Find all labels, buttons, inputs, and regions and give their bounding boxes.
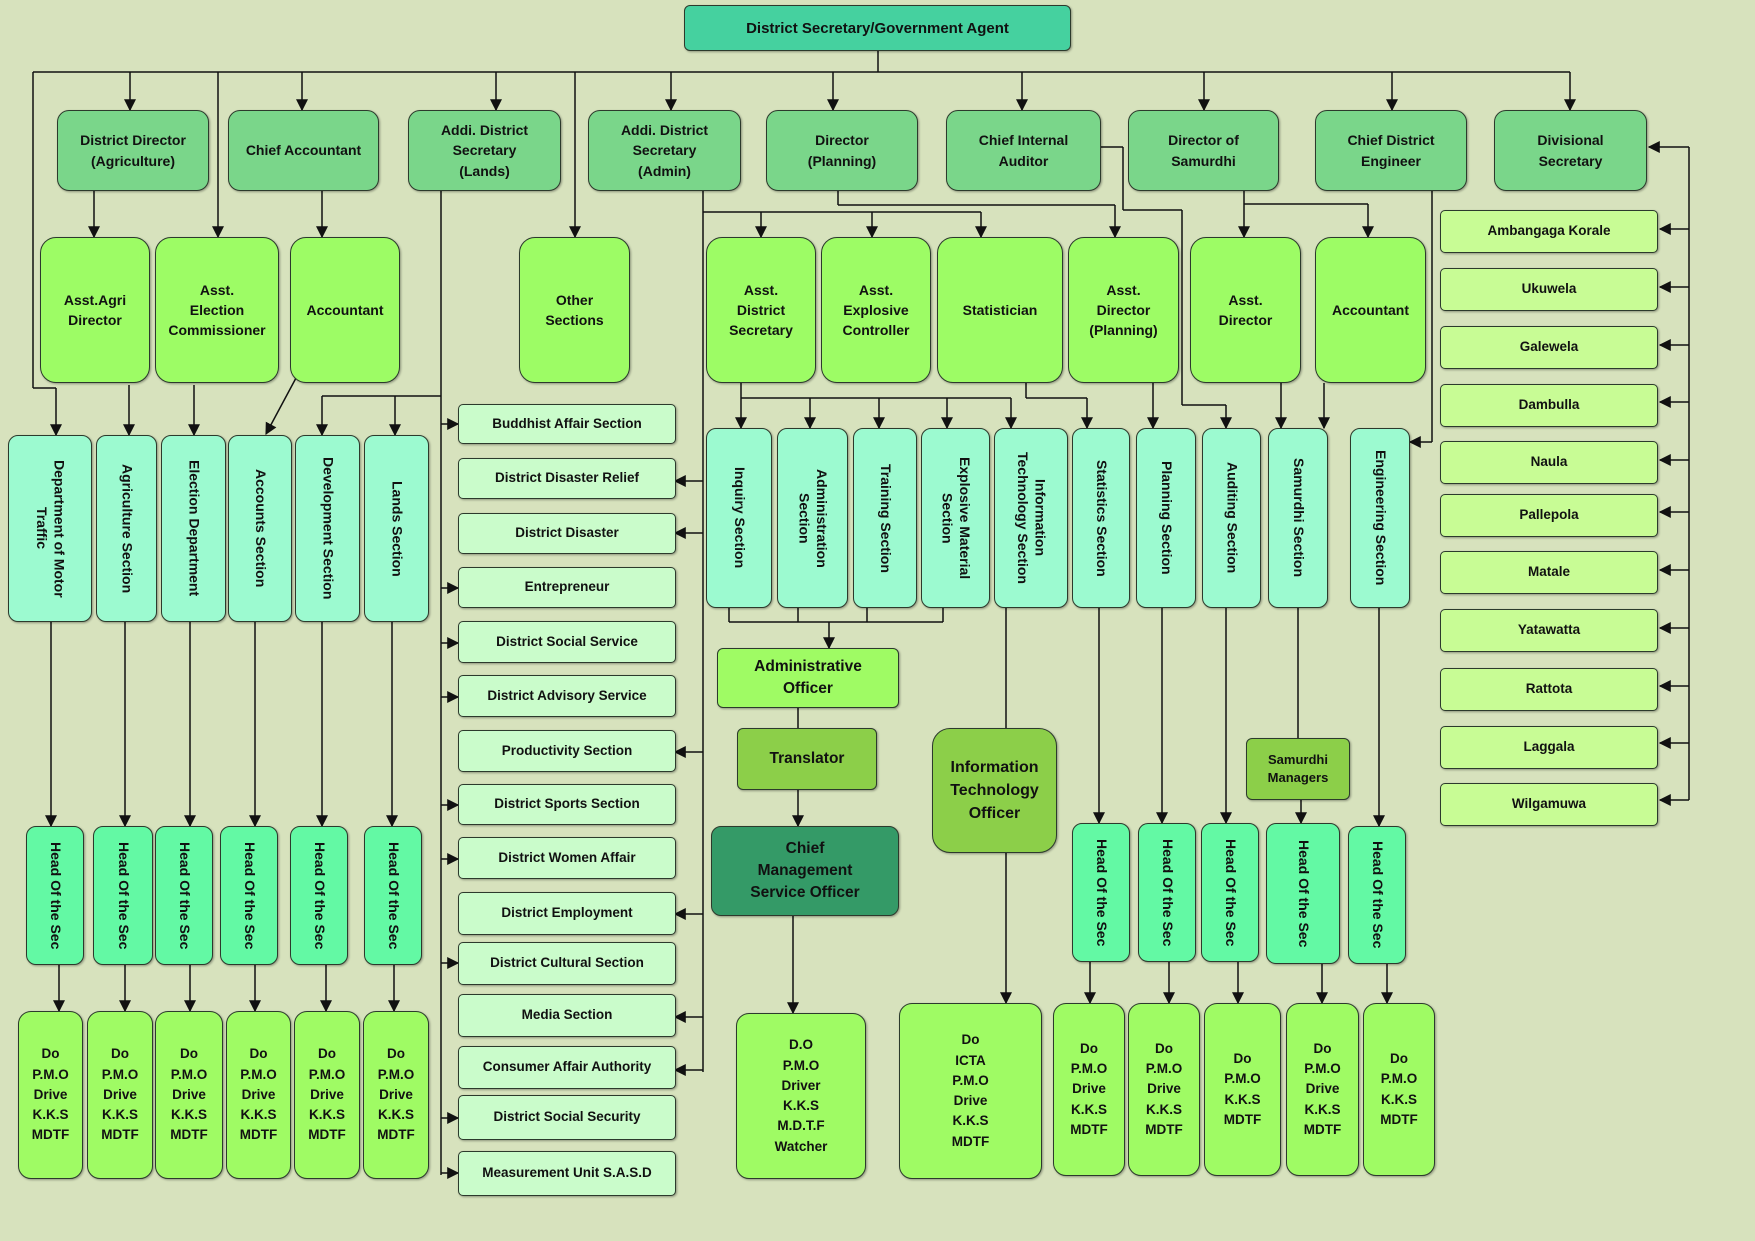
division-item: Wilgamuwa xyxy=(1440,783,1658,826)
statistics-section-box: Statistics Section xyxy=(1072,428,1130,608)
translator-box: Translator xyxy=(737,728,877,790)
explosive-material-section-box: Explosive Material Section xyxy=(921,428,990,608)
head-of-section-box: Head Of the Sec xyxy=(155,826,213,965)
unit-item: District Social Service xyxy=(458,621,676,663)
addi-district-secretary-admin-box: Addi. District Secretary (Admin) xyxy=(588,110,741,191)
asst-director-box: Asst. Director xyxy=(1190,237,1301,383)
unit-item: Media Section xyxy=(458,994,676,1037)
statistics-staff-box: Do P.M.O Drive K.K.S MDTF xyxy=(1053,1003,1125,1176)
unit-item: District Disaster Relief xyxy=(458,458,676,499)
department-of-motor-traffic-box: Department of Motor Traffic xyxy=(8,435,92,622)
division-item: Ukuwela xyxy=(1440,268,1658,311)
unit-item: District Advisory Service xyxy=(458,675,676,717)
divisional-secretary-box: Divisional Secretary xyxy=(1494,110,1647,191)
head-of-section-box: Head Of the Sec xyxy=(220,826,278,965)
accounts-section-box: Accounts Section xyxy=(228,435,292,622)
head-of-section-box: Head Of the Sec xyxy=(1201,823,1259,962)
division-item: Ambangaga Korale xyxy=(1440,210,1658,253)
staff-box: Do P.M.O Drive K.K.S MDTF xyxy=(18,1011,83,1179)
auditing-section-box: Auditing Section xyxy=(1202,428,1261,608)
other-sections-box: Other Sections xyxy=(519,237,630,383)
lands-section-box: Lands Section xyxy=(364,435,429,622)
division-item: Pallepola xyxy=(1440,494,1658,537)
engineering-section-box: Engineering Section xyxy=(1350,428,1410,608)
staff-box: Do P.M.O Drive K.K.S MDTF xyxy=(226,1011,291,1179)
unit-item: District Employment xyxy=(458,892,676,935)
planning-staff-box: Do P.M.O Drive K.K.S MDTF xyxy=(1128,1003,1200,1176)
addi-district-secretary-lands-box: Addi. District Secretary (Lands) xyxy=(408,110,561,191)
head-of-section-box: Head Of the Sec xyxy=(93,826,153,965)
information-technology-section-box: Information Technology Section xyxy=(994,428,1068,608)
head-of-section-box: Head Of the Sec xyxy=(1138,823,1196,962)
district-director-agriculture-box: District Director (Agriculture) xyxy=(57,110,209,191)
chief-accountant-box: Chief Accountant xyxy=(228,110,379,191)
head-of-section-box: Head Of the Sec xyxy=(290,826,348,965)
it-staff-box: Do ICTA P.M.O Drive K.K.S MDTF xyxy=(899,1003,1042,1179)
information-technology-officer-box: Information Technology Officer xyxy=(932,728,1057,853)
samurdhi-managers-box: Samurdhi Managers xyxy=(1246,738,1350,800)
head-of-section-box: Head Of the Sec xyxy=(1266,823,1340,964)
unit-item: District Women Affair xyxy=(458,837,676,879)
statistician-box: Statistician xyxy=(937,237,1063,383)
director-planning-box: Director (Planning) xyxy=(766,110,918,191)
unit-item: District Cultural Section xyxy=(458,942,676,985)
director-of-samurdhi-box: Director of Samurdhi xyxy=(1128,110,1279,191)
unit-item: Productivity Section xyxy=(458,730,676,772)
inquiry-section-box: Inquiry Section xyxy=(706,428,772,608)
unit-item: Consumer Affair Authority xyxy=(458,1046,676,1089)
staff-box: Do P.M.O Drive K.K.S MDTF xyxy=(294,1011,360,1179)
unit-item: District Sports Section xyxy=(458,784,676,825)
administration-section-box: Administration Section xyxy=(777,428,848,608)
unit-item: Entrepreneur xyxy=(458,567,676,608)
unit-item: Buddhist Affair Section xyxy=(458,404,676,444)
chief-management-service-officer-box: Chief Management Service Officer xyxy=(711,826,899,916)
asst-explosive-controller-box: Asst. Explosive Controller xyxy=(821,237,931,383)
unit-item: District Social Security xyxy=(458,1095,676,1140)
head-of-section-box: Head Of the Sec xyxy=(26,826,84,965)
cmso-staff-box: D.O P.M.O Driver K.K.S M.D.T.F Watcher xyxy=(736,1013,866,1179)
head-of-section-box: Head Of the Sec xyxy=(1348,826,1406,964)
division-item: Yatawatta xyxy=(1440,609,1658,652)
district-secretary-box: District Secretary/Government Agent xyxy=(684,5,1071,51)
asst-agri-director-box: Asst.Agri Director xyxy=(40,237,150,383)
administrative-officer-box: Administrative Officer xyxy=(717,648,899,708)
asst-election-commissioner-box: Asst. Election Commissioner xyxy=(155,237,279,383)
division-item: Dambulla xyxy=(1440,384,1658,427)
planning-section-box: Planning Section xyxy=(1136,428,1196,608)
staff-box: Do P.M.O Drive K.K.S MDTF xyxy=(87,1011,153,1179)
asst-district-secretary-box: Asst. District Secretary xyxy=(706,237,816,383)
division-item: Matale xyxy=(1440,551,1658,594)
engineering-staff-box: Do P.M.O K.K.S MDTF xyxy=(1363,1003,1435,1176)
election-department-box: Election Department xyxy=(161,435,226,622)
development-section-box: Development Section xyxy=(295,435,360,622)
staff-box: Do P.M.O Drive K.K.S MDTF xyxy=(155,1011,223,1179)
head-of-section-box: Head Of the Sec xyxy=(1072,823,1130,962)
agriculture-section-box: Agriculture Section xyxy=(96,435,157,622)
head-of-section-box: Head Of the Sec xyxy=(364,826,422,965)
staff-box: Do P.M.O Drive K.K.S MDTF xyxy=(363,1011,429,1179)
division-item: Naula xyxy=(1440,441,1658,484)
samurdhi-staff-box: Do P.M.O Drive K.K.S MDTF xyxy=(1286,1003,1359,1176)
accountant-box: Accountant xyxy=(290,237,400,383)
unit-item: Measurement Unit S.A.S.D xyxy=(458,1151,676,1196)
asst-director-planning-box: Asst. Director (Planning) xyxy=(1068,237,1179,383)
division-item: Galewela xyxy=(1440,326,1658,369)
samurdhi-section-box: Samurdhi Section xyxy=(1268,428,1328,608)
division-item: Laggala xyxy=(1440,726,1658,769)
chief-internal-auditor-box: Chief Internal Auditor xyxy=(946,110,1101,191)
chief-district-engineer-box: Chief District Engineer xyxy=(1315,110,1467,191)
auditing-staff-box: Do P.M.O K.K.S MDTF xyxy=(1204,1003,1281,1176)
unit-item: District Disaster xyxy=(458,513,676,554)
training-section-box: Training Section xyxy=(853,428,917,608)
division-item: Rattota xyxy=(1440,668,1658,711)
accountant-samurdhi-box: Accountant xyxy=(1315,237,1426,383)
